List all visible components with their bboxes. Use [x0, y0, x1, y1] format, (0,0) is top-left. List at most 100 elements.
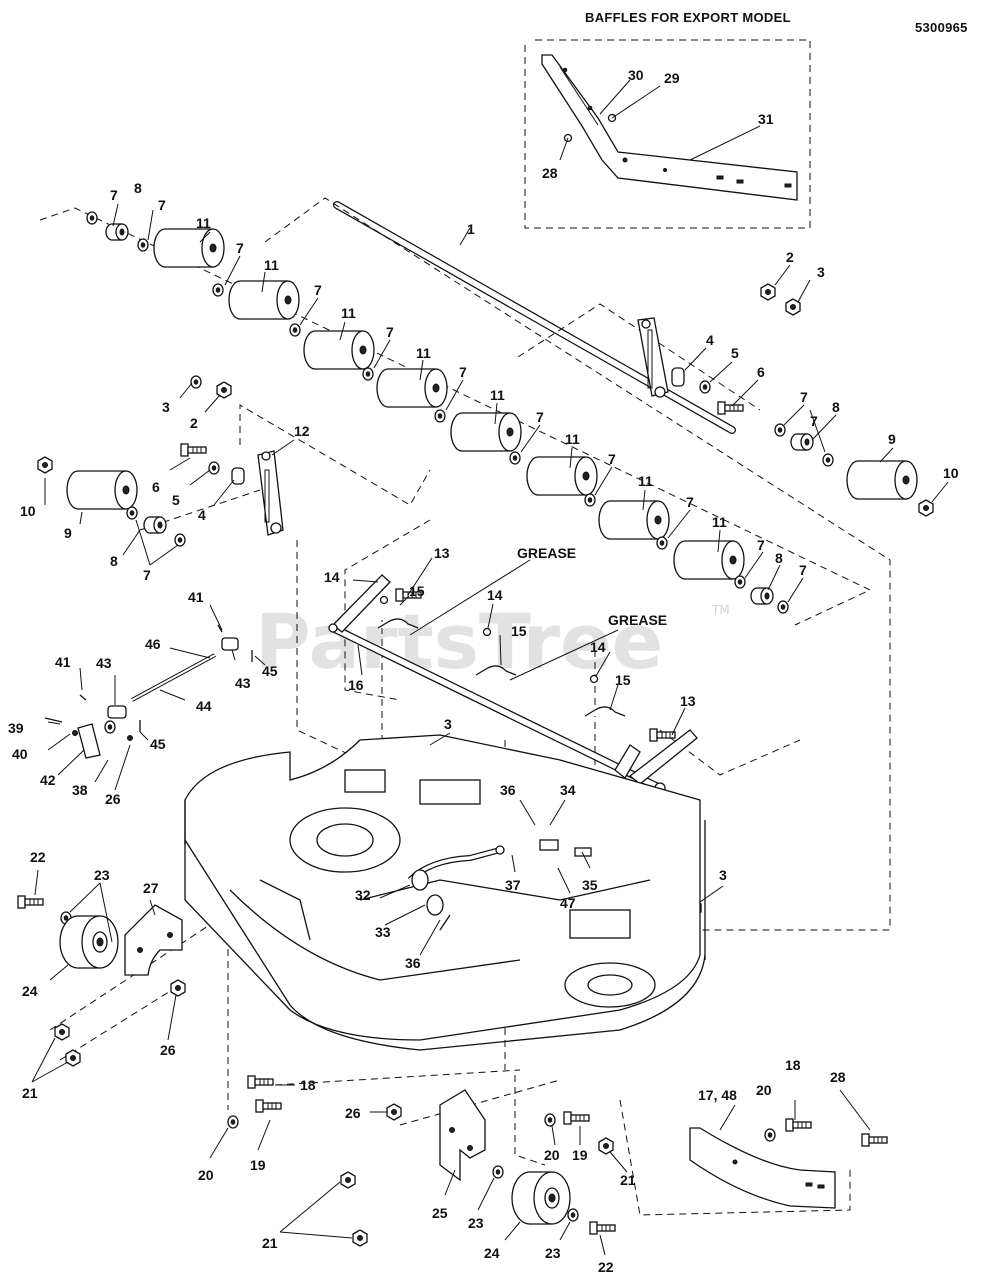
- label: 26: [105, 791, 121, 807]
- lift-shaft: [328, 574, 698, 794]
- wheel-bracket-left: [124, 904, 183, 976]
- label: 1: [467, 221, 475, 237]
- label: 7: [800, 389, 808, 405]
- label: 4: [706, 332, 714, 348]
- label: 17, 48: [698, 1087, 737, 1103]
- label: 34: [560, 782, 576, 798]
- label: 41: [55, 654, 71, 670]
- grease-clamps: [377, 595, 626, 717]
- label: 23: [545, 1245, 561, 1261]
- grease-label-2: GREASE: [608, 612, 667, 628]
- label: 13: [434, 545, 450, 561]
- label: 43: [235, 675, 251, 691]
- label: 14: [324, 569, 340, 585]
- lift-arm-right: [637, 317, 685, 398]
- label: 11: [638, 473, 653, 489]
- label: 21: [262, 1235, 278, 1251]
- label: 46: [145, 636, 161, 652]
- watermark-tm: TM: [711, 603, 730, 617]
- wheel-bracket-right: [439, 1089, 486, 1182]
- label: 2: [786, 249, 794, 265]
- label: 11: [565, 431, 580, 447]
- label: 36: [500, 782, 516, 798]
- label: 31: [758, 111, 774, 127]
- label: 16: [348, 677, 364, 693]
- label: 7: [608, 451, 616, 467]
- label: 23: [468, 1215, 484, 1231]
- part-labels: 7 8 7 11 1 7 11 7 11 7 11 7 11 7 11 7 11…: [8, 67, 959, 1275]
- label: 18: [300, 1077, 316, 1093]
- label: 7: [810, 413, 818, 429]
- label: 37: [505, 877, 521, 893]
- label: 7: [110, 187, 118, 203]
- label: 3: [817, 264, 825, 280]
- label: 45: [262, 663, 278, 679]
- grease-label-1: GREASE: [517, 545, 576, 561]
- leader-lines: [31, 203, 949, 1256]
- label: 36: [405, 955, 421, 971]
- baffle-17-48: [689, 1127, 836, 1209]
- label: 15: [511, 623, 527, 639]
- label: 7: [799, 562, 807, 578]
- roller-row: [66, 228, 918, 580]
- label: 10: [20, 503, 36, 519]
- label: 4: [198, 507, 206, 523]
- label: 23: [94, 867, 110, 883]
- label: 14: [487, 587, 503, 603]
- label: 7: [314, 282, 322, 298]
- label: 3: [444, 716, 452, 732]
- label: 10: [943, 465, 959, 481]
- label: 5: [172, 492, 180, 508]
- label: 7: [386, 324, 394, 340]
- label: 8: [134, 180, 142, 196]
- label: 29: [664, 70, 680, 86]
- label: 47: [560, 895, 576, 911]
- label: 30: [628, 67, 644, 83]
- label: 20: [544, 1147, 560, 1163]
- label: 19: [250, 1157, 266, 1173]
- label: 44: [196, 698, 212, 714]
- label: 43: [96, 655, 112, 671]
- label: 20: [198, 1167, 214, 1183]
- label: 3: [162, 399, 170, 415]
- export-baffles-group: [524, 39, 811, 229]
- label: 25: [432, 1205, 448, 1221]
- label: 3: [719, 867, 727, 883]
- label: 33: [375, 924, 391, 940]
- label: 32: [355, 887, 371, 903]
- label: 7: [236, 240, 244, 256]
- label: 8: [775, 550, 783, 566]
- label: 14: [590, 639, 606, 655]
- label: 24: [22, 983, 38, 999]
- label: 8: [110, 553, 118, 569]
- label: 8: [832, 399, 840, 415]
- label: 11: [490, 387, 505, 403]
- label: 21: [620, 1172, 636, 1188]
- label: 11: [712, 514, 727, 530]
- label: 11: [416, 345, 431, 361]
- label: 18: [785, 1057, 801, 1073]
- label: 38: [72, 782, 88, 798]
- label: 21: [22, 1085, 38, 1101]
- label: 42: [40, 772, 56, 788]
- label: 39: [8, 720, 24, 736]
- label: 20: [756, 1082, 772, 1098]
- label: 35: [582, 877, 598, 893]
- label: 12: [294, 423, 310, 439]
- label: 6: [152, 479, 160, 495]
- label: 26: [160, 1042, 176, 1058]
- label: 19: [572, 1147, 588, 1163]
- label: 7: [536, 409, 544, 425]
- label: 22: [598, 1259, 614, 1275]
- label: 45: [150, 736, 166, 752]
- label: 7: [158, 197, 166, 213]
- label: 9: [64, 525, 72, 541]
- doc-number: 5300965: [915, 20, 968, 35]
- label: 11: [264, 257, 279, 273]
- label: 41: [188, 589, 204, 605]
- label: 7: [757, 537, 765, 553]
- label: 26: [345, 1105, 361, 1121]
- adjuster-linkage: [44, 624, 253, 759]
- label: 7: [686, 494, 694, 510]
